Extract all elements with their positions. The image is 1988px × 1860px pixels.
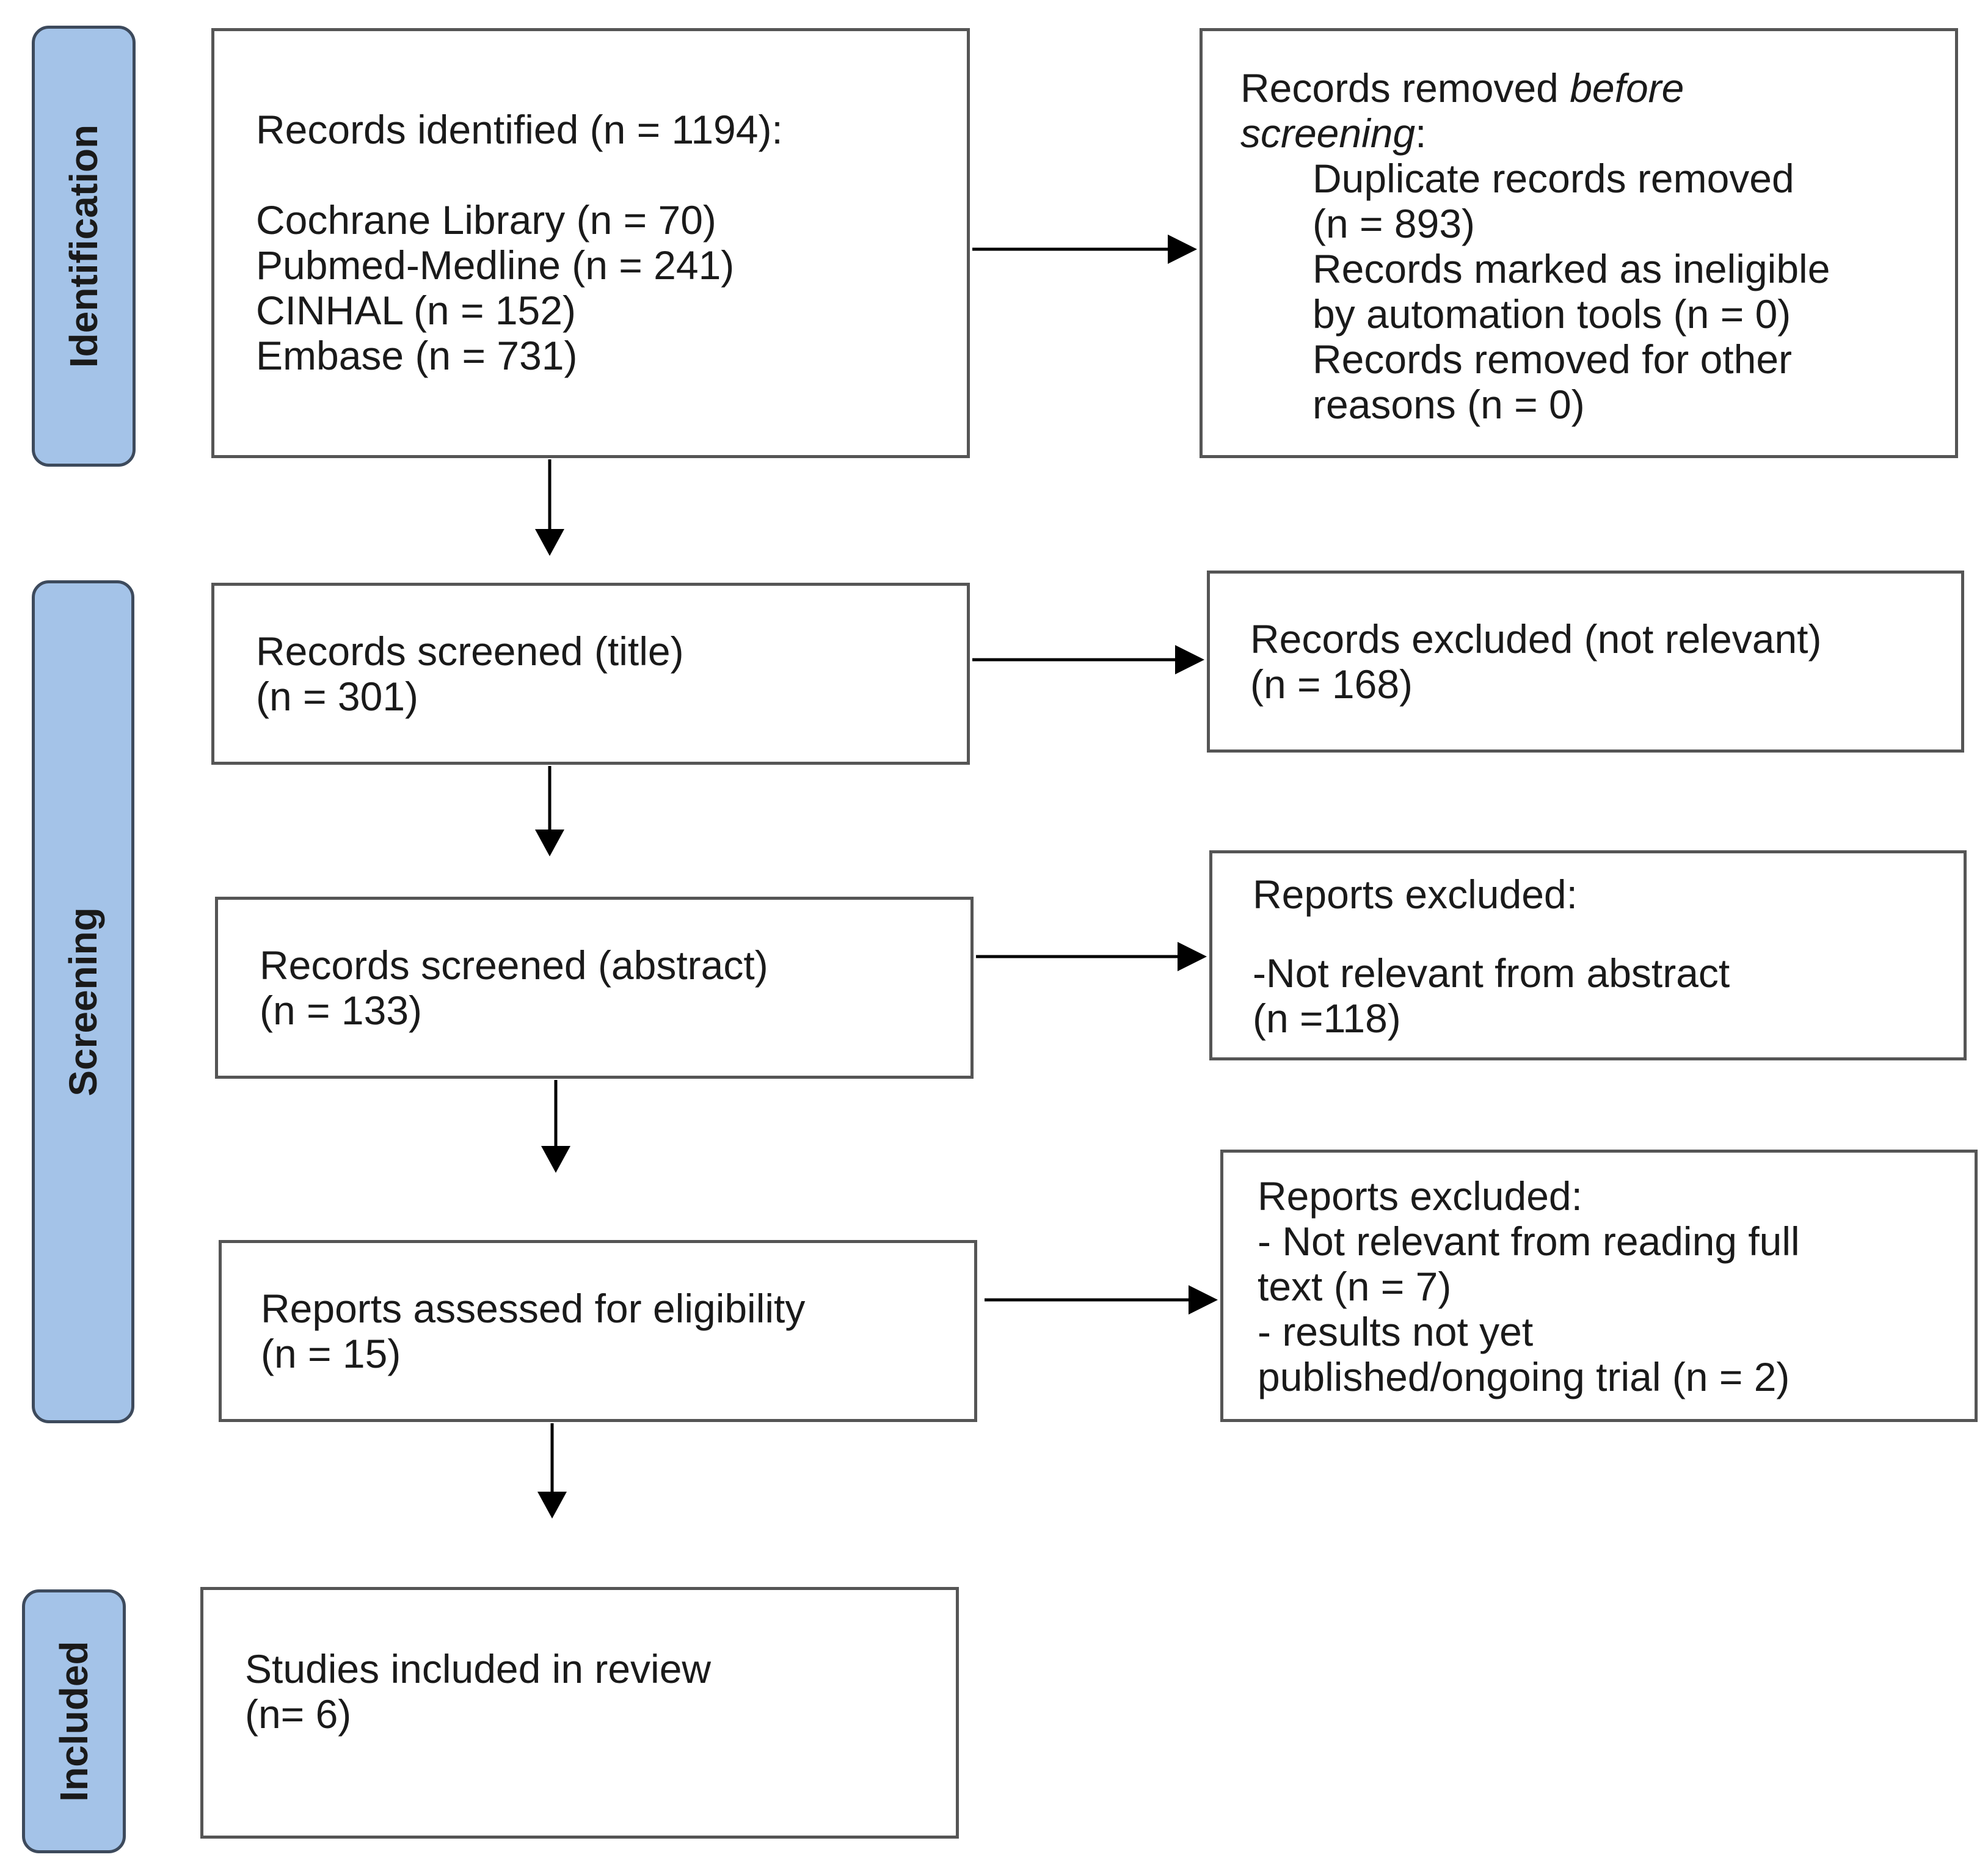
reports-excluded-fulltext-box: Reports excluded: - Not relevant from re… — [1220, 1150, 1978, 1422]
screened-title-count: (n = 301) — [256, 674, 418, 719]
screened-abstract-count: (n = 133) — [260, 988, 422, 1033]
excluded-fulltext-reason-2: - results not yet — [1258, 1309, 1534, 1354]
assessed-count: (n = 15) — [261, 1331, 401, 1376]
reports-assessed-box: Reports assessed for eligibility (n = 15… — [219, 1240, 977, 1422]
included-label: Studies included in review — [245, 1646, 712, 1691]
phase-identification: Identification — [32, 26, 136, 467]
other-reasons-line: Records removed for other — [1313, 337, 1793, 382]
source-cochrane: Cochrane Library (n = 70) — [256, 197, 716, 243]
studies-included-box: Studies included in review (n= 6) — [200, 1587, 959, 1839]
phase-screening: Screening — [32, 580, 134, 1423]
excluded-abstract-heading: Reports excluded: — [1253, 872, 1578, 917]
records-identified-box: Records identified (n = 1194): Cochrane … — [211, 28, 970, 458]
excluded-fulltext-reason-1: - Not relevant from reading full — [1258, 1219, 1800, 1264]
records-excluded-box: Records excluded (not relevant) (n = 168… — [1207, 571, 1964, 753]
excluded-title-label: Records excluded (not relevant) — [1250, 616, 1822, 662]
ineligible-line: Records marked as ineligible — [1313, 246, 1830, 291]
assessed-label: Reports assessed for eligibility — [261, 1286, 806, 1331]
records-identified-heading: Records identified (n = 1194): — [256, 107, 783, 152]
screened-title-label: Records screened (title) — [256, 629, 684, 674]
reports-excluded-abstract-box: Reports excluded: -Not relevant from abs… — [1209, 850, 1967, 1060]
records-removed-heading: Records removed before — [1240, 65, 1684, 111]
ineligible-count: by automation tools (n = 0) — [1313, 291, 1791, 337]
phase-included: Included — [22, 1589, 126, 1853]
source-embase: Embase (n = 731) — [256, 333, 578, 378]
excluded-fulltext-count-1: text (n = 7) — [1258, 1264, 1452, 1309]
source-pubmed: Pubmed-Medline (n = 241) — [256, 243, 735, 288]
excluded-fulltext-count-2: published/ongoing trial (n = 2) — [1258, 1354, 1790, 1399]
excluded-fulltext-heading: Reports excluded: — [1258, 1173, 1582, 1219]
duplicates-removed-count: (n = 893) — [1313, 201, 1475, 246]
included-count: (n= 6) — [245, 1691, 352, 1737]
excluded-abstract-reason: -Not relevant from abstract — [1253, 950, 1730, 996]
duplicates-removed-line: Duplicate records removed — [1313, 156, 1794, 201]
records-screened-title-box: Records screened (title) (n = 301) — [211, 583, 970, 765]
source-cinhal: CINHAL (n = 152) — [256, 288, 576, 333]
excluded-title-count: (n = 168) — [1250, 662, 1413, 707]
records-screened-abstract-box: Records screened (abstract) (n = 133) — [215, 897, 974, 1079]
other-reasons-count: reasons (n = 0) — [1313, 382, 1585, 427]
records-removed-box: Records removed before screening: Duplic… — [1200, 28, 1958, 458]
screened-abstract-label: Records screened (abstract) — [260, 943, 768, 988]
excluded-abstract-count: (n =118) — [1253, 996, 1401, 1041]
